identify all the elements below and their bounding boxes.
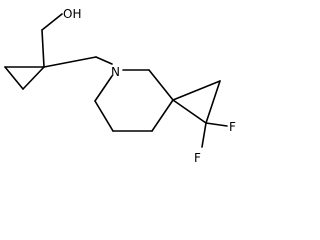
atom-label-nitrogen: N — [111, 65, 120, 79]
bond-spiro-cyclopropane-top — [172, 80, 221, 101]
bond-cyclopropane-left-b — [4, 66, 24, 90]
bond-quaternary-c-ch2 — [43, 56, 97, 68]
bond-quaternary-c-ch2oh — [41, 29, 45, 68]
bond-ch2-n — [95, 56, 113, 65]
bond-c-f-bottom — [201, 122, 207, 148]
atom-label-fluorine-bottom: F — [194, 151, 201, 165]
atom-label-hydroxyl: OH — [63, 7, 81, 21]
molecule-structure-diagram: OH N F F — [4, 7, 236, 165]
bond-spiro-cyclopropane-right — [205, 80, 221, 124]
bond-ch2-oh — [41, 13, 63, 31]
bond-cyclopropane-left-c — [22, 66, 45, 90]
bond-spiro-ring-ch2-bottom — [151, 99, 174, 132]
atom-label-fluorine-right: F — [229, 120, 236, 134]
bond-ring-n-left — [94, 75, 113, 102]
bond-ring-ch2-left — [94, 100, 114, 132]
bond-spiro-cyclopropane-bottom — [172, 99, 207, 124]
bond-ring-ch2-spiro — [148, 69, 174, 101]
bond-c-f-right — [205, 122, 228, 127]
